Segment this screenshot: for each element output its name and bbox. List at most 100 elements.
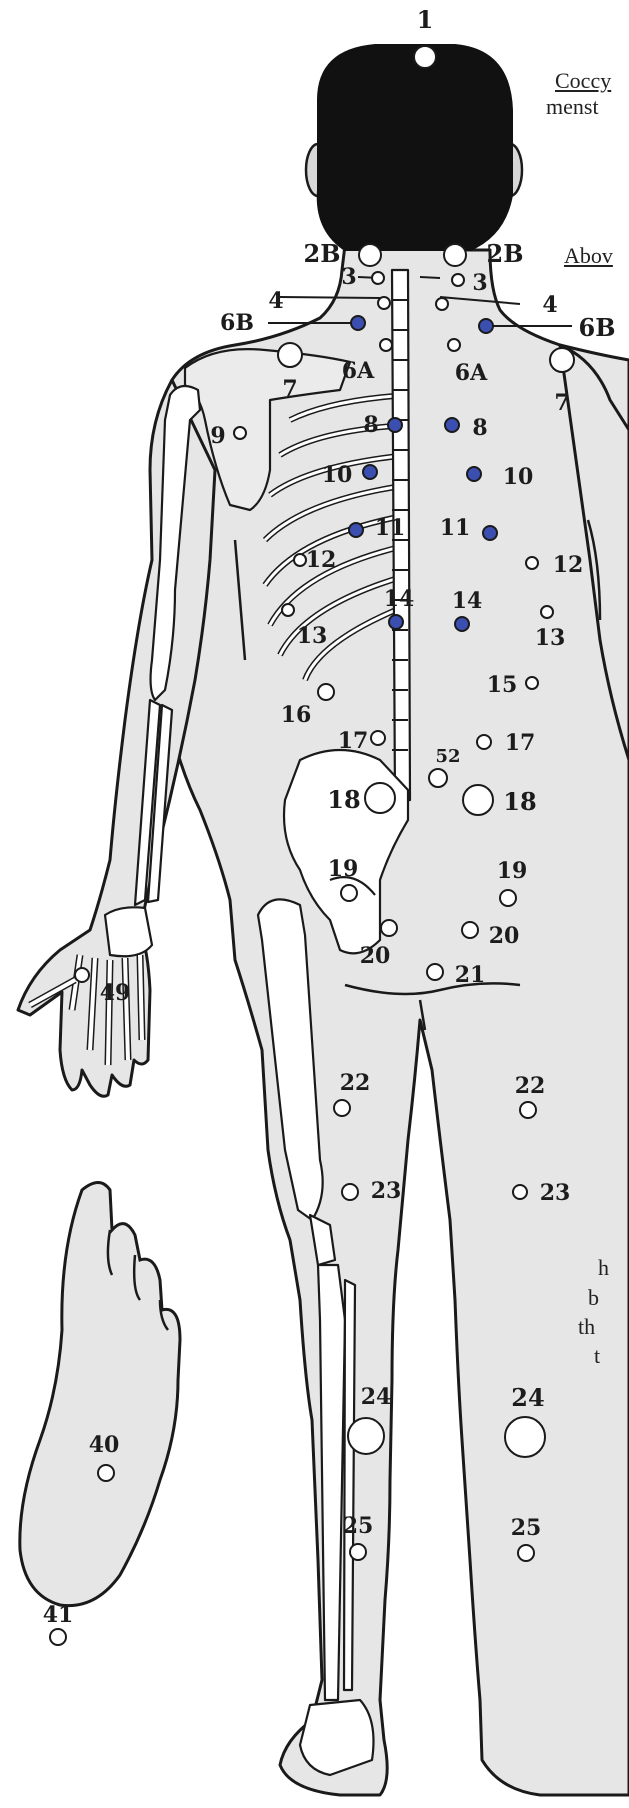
acupoint-marker-p25_l (350, 1544, 366, 1560)
acupoint-marker-p16 (318, 684, 334, 700)
acupoint-label-p25_r: 25 (511, 1515, 542, 1541)
acupoint-label-p12_l: 12 (306, 547, 337, 573)
acupoint-marker-p12_r (526, 557, 538, 569)
acupoint-marker-p22_r (520, 1102, 536, 1118)
acupoint-label-p2b_l: 2B (304, 239, 341, 268)
acupoint-marker-p20_l (381, 920, 397, 936)
acupoint-label-p18_r: 18 (503, 787, 536, 816)
note-fragment-b: b (588, 1285, 599, 1311)
acupoint-label-p3_l: 3 (341, 264, 356, 290)
acupoint-marker-p12_l (294, 554, 306, 566)
acupoint-marker-p8_l (388, 418, 402, 432)
acupoint-marker-p14_r (455, 617, 469, 631)
acupoint-label-p17_l: 17 (338, 728, 369, 754)
acupoint-label-p49: 49 (100, 980, 131, 1006)
acupoint-marker-p15 (526, 677, 538, 689)
acupoint-label-p13_r: 13 (535, 625, 566, 651)
acupoint-label-p3_r: 3 (472, 270, 487, 296)
foot-sole (20, 1183, 180, 1606)
acupoint-marker-p23_r (513, 1185, 527, 1199)
acupoint-label-p4_l: 4 (268, 288, 283, 314)
acupoint-label-p14_r: 14 (452, 588, 483, 614)
acupoint-marker-p6a_r (448, 339, 460, 351)
acupoint-label-p6a_l: 6A (342, 358, 375, 384)
acupoint-label-p40: 40 (89, 1432, 120, 1458)
note-menst: menst (546, 94, 599, 120)
acupoint-label-p8_r: 8 (472, 415, 487, 441)
acupoint-marker-p3_r (452, 274, 464, 286)
acupoint-label-p10_l: 10 (322, 462, 353, 488)
acupoint-label-p52: 52 (435, 746, 460, 767)
acupoint-marker-p18_l (365, 783, 395, 813)
acupoint-marker-p25_r (518, 1545, 534, 1561)
acupoint-label-p24_r: 24 (511, 1383, 544, 1412)
acupoint-label-p15: 15 (487, 672, 518, 698)
acupoint-label-p6b_r: 6B (579, 313, 616, 342)
note-fragment-h: h (598, 1255, 609, 1281)
note-fragment-t: t (594, 1343, 600, 1369)
acupoint-marker-p2b_l (359, 244, 381, 266)
acupoint-marker-p18_r (463, 785, 493, 815)
acupoint-marker-p9 (234, 427, 246, 439)
acupoint-label-p23_r: 23 (540, 1180, 571, 1206)
acupoint-marker-p17_r (477, 735, 491, 749)
acupoint-marker-p13_r (541, 606, 553, 618)
acupoint-label-p20_r: 20 (489, 923, 520, 949)
note-above: Abov (564, 243, 613, 269)
acupoint-marker-p7_r (550, 348, 574, 372)
acupoint-marker-p52 (429, 769, 447, 787)
acupoint-label-p25_l: 25 (343, 1513, 374, 1539)
acupoint-label-p11_r: 11 (440, 515, 471, 541)
acupoint-label-p16: 16 (281, 702, 312, 728)
acupoint-label-p22_l: 22 (340, 1070, 371, 1096)
acupoint-marker-p7_l (278, 343, 302, 367)
acupoint-marker-p40 (98, 1465, 114, 1481)
acupoint-label-p2b_r: 2B (487, 239, 524, 268)
acupoint-label-p23_l: 23 (371, 1178, 402, 1204)
acupoint-marker-p11_r (483, 526, 497, 540)
acupoint-label-p41: 41 (43, 1602, 74, 1628)
acupoint-marker-p6a_l (380, 339, 392, 351)
acupoint-marker-p6b_r (479, 319, 493, 333)
acupoint-label-p18_l: 18 (327, 785, 360, 814)
acupoint-label-p6b_l: 6B (220, 310, 254, 336)
acupoint-marker-p22_l (334, 1100, 350, 1116)
acupoint-label-p14_l: 14 (384, 586, 415, 612)
acupoint-marker-p10_r (467, 467, 481, 481)
acupoint-marker-p13_l (282, 604, 294, 616)
acupoint-marker-p11_l (349, 523, 363, 537)
acupoint-marker-p14_l (389, 615, 403, 629)
acupoint-marker-p17_l (371, 731, 385, 745)
acupoint-marker-p19_r (500, 890, 516, 906)
acupoint-label-p19_r: 19 (497, 858, 528, 884)
acupoint-marker-p23_l (342, 1184, 358, 1200)
acupoint-marker-p4_l (378, 297, 390, 309)
acupoint-label-p1: 1 (417, 5, 434, 34)
acupoint-label-p21: 21 (455, 962, 486, 988)
note-fragment-th: th (578, 1314, 595, 1340)
acupoint-label-p4_r: 4 (542, 292, 557, 318)
acupoint-label-p17_r: 17 (505, 730, 536, 756)
acupoint-label-p24_l: 24 (361, 1384, 392, 1410)
head (306, 45, 522, 250)
acupoint-marker-p2b_r (444, 244, 466, 266)
acupoint-marker-p8_r (445, 418, 459, 432)
acupoint-label-p12_r: 12 (553, 552, 584, 578)
acupoint-marker-p6b_l (351, 316, 365, 330)
acupoint-label-p20_l: 20 (360, 943, 391, 969)
acupoint-label-p22_r: 22 (515, 1073, 546, 1099)
acupoint-label-p19_l: 19 (328, 856, 359, 882)
acupoint-marker-p19_l (341, 885, 357, 901)
acupoint-marker-p10_l (363, 465, 377, 479)
acupoint-label-p6a_r: 6A (455, 360, 488, 386)
acupoint-label-p7_r: 7 (554, 390, 569, 416)
acupoint-label-p7_l: 7 (282, 376, 297, 402)
acupoint-label-p9: 9 (210, 423, 225, 449)
acupoint-label-p8_l: 8 (363, 412, 378, 438)
acupoint-label-p10_r: 10 (503, 464, 534, 490)
acupoint-marker-p20_r (462, 922, 478, 938)
acupoint-marker-p1 (414, 46, 436, 68)
acupoint-marker-p4_r (436, 298, 448, 310)
acupoint-label-p11_l: 11 (375, 515, 406, 541)
